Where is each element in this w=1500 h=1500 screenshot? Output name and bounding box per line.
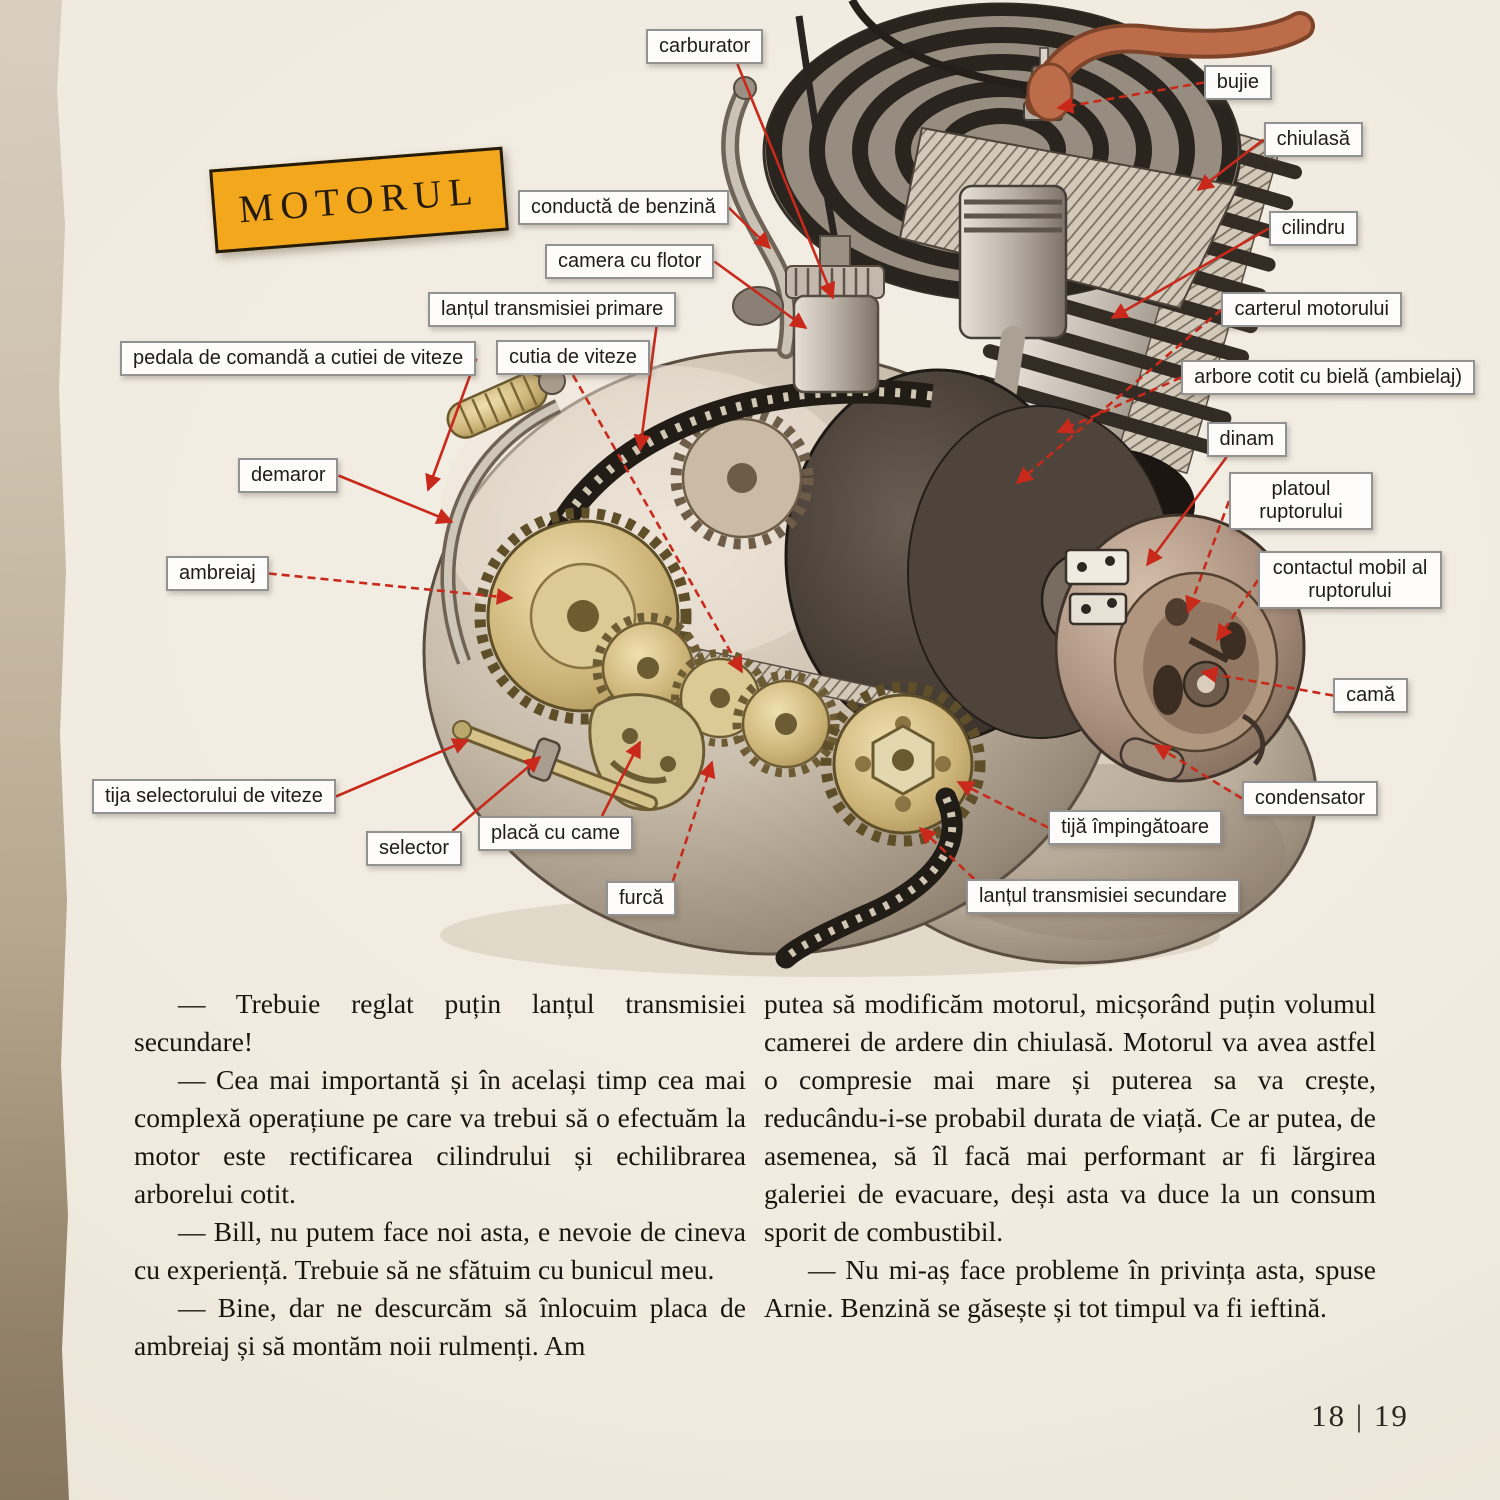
text-column-right: putea să modificăm motorul, micșorând pu… [764,985,1376,1327]
diagram-label-lant-secundar: lanțul transmisiei secundare [966,879,1240,914]
diagram-label-pedala: pedala de comandă a cutiei de viteze [120,341,477,376]
leader-line [1145,456,1228,567]
leader-line [1153,743,1243,800]
leader-line [713,260,808,330]
leader-line [337,474,454,525]
diagram-label-cilindru: cilindru [1268,211,1358,246]
leader-line [671,760,716,882]
carburetor [732,235,885,394]
leader-line [571,374,744,674]
diagram-label-camera-flotor: camera cu flotor [545,244,715,279]
diagram-label-tija-imp: tijă împingătoare [1048,810,1222,845]
primary-sprocket [670,406,814,550]
cam-plate [588,693,706,811]
diagram-label-contactul: contactul mobil al ruptorului [1258,551,1442,609]
diagram-label-bujie: bujie [1203,65,1272,100]
diagram-label-cutia: cutia de viteze [496,340,650,375]
float-chamber [792,294,880,394]
section-banner-title: MOTORUL [237,169,481,231]
head-cutaway-hatch [898,126,1240,310]
diagram-label-condensator: condensator [1241,781,1378,816]
body-paragraph: — Bill, nu putem face noi asta, e nevoie… [134,1216,746,1285]
diagram-label-lant-primar: lanțul transmisiei primare [428,292,677,327]
diagram-label-chiulasa: chiulasă [1263,122,1363,157]
diagram-label-conducta: conductă de benzină [518,190,729,225]
secondary-chain [775,787,963,969]
leader-line [633,326,658,452]
body-paragraph: — Cea mai importantă și în același timp … [134,1064,746,1209]
leader-lines [268,63,1334,882]
leader-line [1015,308,1223,485]
leader-line [1056,376,1182,434]
diagram-label-furca: furcă [606,881,677,916]
leader-line [1185,500,1231,614]
diagram-label-selector: selector [366,831,463,866]
diagram-label-ambreiaj: ambreiaj [166,556,269,591]
diagram-label-demaror: demaror [238,458,339,493]
diagram-label-cama: camă [1333,678,1408,713]
diagram-label-carburator: carburator [646,29,764,64]
leader-line [1196,138,1265,192]
diagram-label-carter: carterul motorului [1221,292,1402,327]
leader-line [727,206,772,250]
leader-line [425,358,478,492]
diagram-label-placa-came: placă cu came [478,816,633,851]
kick-starter [440,367,566,665]
body-paragraph: — Bine, dar ne descurcăm să înlocuim pla… [134,1292,746,1361]
contact-block [1064,548,1130,586]
breaker-contact-arm [1188,636,1230,664]
engine [422,0,1318,977]
body-paragraph: — Nu mi-aș face probleme în privința ast… [764,1254,1376,1323]
leader-line [1200,666,1334,697]
leader-line [335,738,470,798]
leader-line [956,780,1049,829]
dynamo [1054,513,1306,783]
leader-line [1056,81,1204,114]
throttle-cable [795,15,842,259]
leader-line [600,740,642,817]
text-column-left: — Trebuie reglat puțin lanțul transmisie… [134,985,746,1365]
diagram-label-platoul: platoul ruptorului [1229,472,1373,530]
selector-rod [452,720,658,811]
leader-line [736,63,836,300]
leader-line [1110,227,1270,320]
kick-lever [1025,11,1315,122]
diagram-label-dinam: dinam [1206,422,1287,457]
diagram-label-tija-selector: tija selectorului de viteze [92,779,336,814]
leader-line [451,755,542,832]
diagram-label-arbore: arbore cotit cu bielă (ambielaj) [1181,360,1475,395]
leader-line [268,572,514,605]
book-binding-edge [0,0,69,1500]
gearbox-gears [592,612,840,778]
page-number: 18 | 19 [1311,1398,1409,1433]
body-paragraph: — Trebuie reglat puțin lanțul transmisie… [134,988,746,1057]
body-paragraph: putea să modificăm motorul, micșorând pu… [764,988,1376,1247]
